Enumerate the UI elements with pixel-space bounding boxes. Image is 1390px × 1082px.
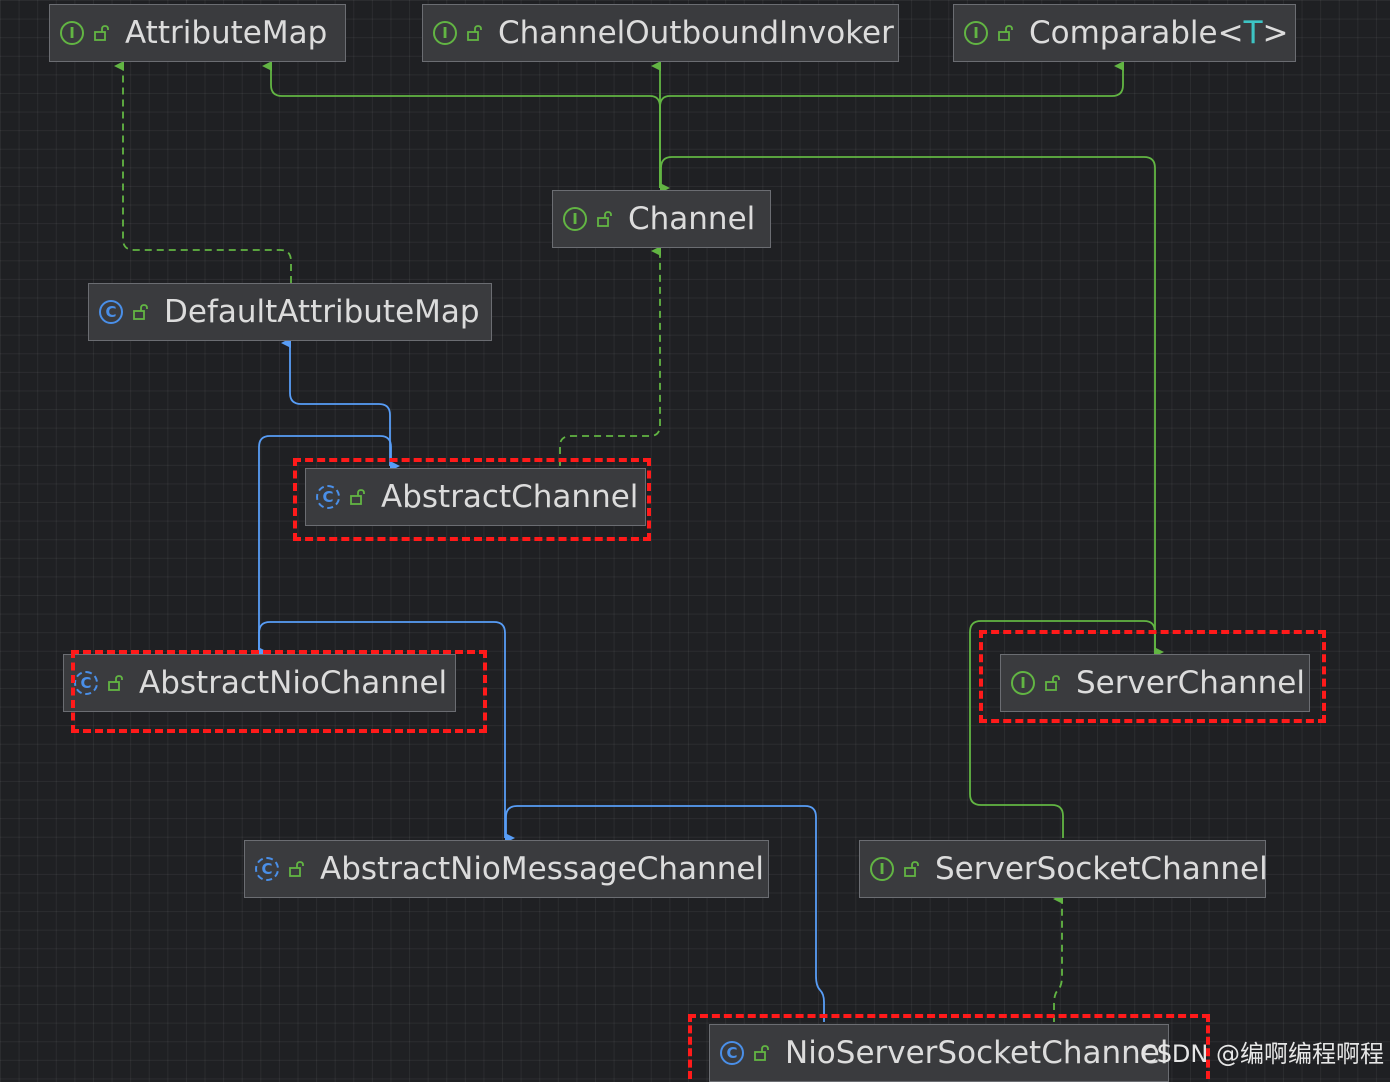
public-visibility-icon bbox=[1045, 675, 1060, 691]
edge-channel-to-comparable bbox=[659, 61, 1124, 188]
node-label: ServerSocketChannel bbox=[935, 851, 1268, 887]
abstract-class-icon: C bbox=[316, 485, 340, 509]
type-parameter: T bbox=[1243, 15, 1263, 51]
edge-serversocketchannel-to-serverchannel bbox=[969, 620, 1164, 838]
interface-icon: I bbox=[60, 21, 84, 45]
node-label: Channel bbox=[628, 201, 756, 237]
public-visibility-icon bbox=[754, 1045, 769, 1061]
node-nioserversocketchannel[interactable]: C NioServerSocketChannel bbox=[709, 1024, 1169, 1082]
watermark-text: CSDN @编啊编程啊程 bbox=[1139, 1040, 1384, 1068]
node-channeloutboundinvoker[interactable]: I ChannelOutboundInvoker bbox=[422, 4, 899, 62]
node-label: NioServerSocketChannel bbox=[785, 1035, 1169, 1071]
node-label: AbstractNioChannel bbox=[139, 665, 448, 701]
highlight-abstractniochannel bbox=[71, 650, 487, 733]
node-label: AbstractNioMessageChannel bbox=[320, 851, 765, 887]
node-abstractniomessagechannel[interactable]: C AbstractNioMessageChannel bbox=[244, 840, 769, 898]
edge-abstractchannel-to-defaultattributemap bbox=[281, 338, 391, 466]
edge-channel-to-attributemap bbox=[262, 61, 661, 188]
edge-defaultattributemap-to-attributemap bbox=[114, 61, 292, 283]
edge-abstractchannel-to-channel bbox=[559, 246, 661, 466]
highlight-nioserversocketchannel bbox=[688, 1014, 1210, 1079]
public-visibility-icon bbox=[94, 25, 109, 41]
public-visibility-icon bbox=[133, 304, 148, 320]
node-label: ChannelOutboundInvoker bbox=[498, 15, 894, 51]
node-label: AbstractChannel bbox=[381, 479, 639, 515]
public-visibility-icon bbox=[108, 675, 123, 691]
public-visibility-icon bbox=[597, 211, 612, 227]
node-serverchannel[interactable]: I ServerChannel bbox=[1000, 654, 1310, 712]
interface-icon: I bbox=[563, 207, 587, 231]
public-visibility-icon bbox=[998, 25, 1013, 41]
interface-icon: I bbox=[870, 857, 894, 881]
node-label: AttributeMap bbox=[125, 15, 328, 51]
public-visibility-icon bbox=[467, 25, 482, 41]
class-icon: C bbox=[720, 1041, 744, 1065]
node-comparable[interactable]: I Comparable<T> bbox=[953, 4, 1296, 62]
highlight-abstractchannel bbox=[293, 458, 651, 541]
interface-icon: I bbox=[964, 21, 988, 45]
edge-nioserversocketchannel-to-abstractniomessagechannel bbox=[505, 805, 825, 1022]
node-abstractchannel[interactable]: C AbstractChannel bbox=[305, 468, 646, 526]
node-serversocketchannel[interactable]: I ServerSocketChannel bbox=[859, 840, 1268, 898]
edge-nioserversocketchannel-to-serversocketchannel bbox=[1053, 894, 1063, 1022]
node-attributemap[interactable]: I AttributeMap bbox=[49, 4, 346, 62]
abstract-class-icon: C bbox=[74, 671, 98, 695]
edge-serverchannel-to-channel bbox=[660, 156, 1156, 652]
node-channel[interactable]: I Channel bbox=[552, 190, 771, 248]
abstract-class-icon: C bbox=[255, 857, 279, 881]
interface-icon: I bbox=[1011, 671, 1035, 695]
class-icon: C bbox=[99, 300, 123, 324]
node-label: DefaultAttributeMap bbox=[164, 294, 480, 330]
highlight-serverchannel bbox=[979, 630, 1326, 723]
node-defaultattributemap[interactable]: C DefaultAttributeMap bbox=[88, 283, 492, 341]
node-label: Comparable bbox=[1029, 15, 1218, 51]
edge-abstractniomessagechannel-to-abstractniochannel bbox=[258, 621, 506, 838]
node-abstractniochannel[interactable]: C AbstractNioChannel bbox=[63, 654, 456, 712]
public-visibility-icon bbox=[289, 861, 304, 877]
interface-icon: I bbox=[433, 21, 457, 45]
node-label: ServerChannel bbox=[1076, 665, 1305, 701]
public-visibility-icon bbox=[904, 861, 919, 877]
public-visibility-icon bbox=[350, 489, 365, 505]
edge-abstractniochannel-to-abstractchannel bbox=[258, 435, 400, 652]
